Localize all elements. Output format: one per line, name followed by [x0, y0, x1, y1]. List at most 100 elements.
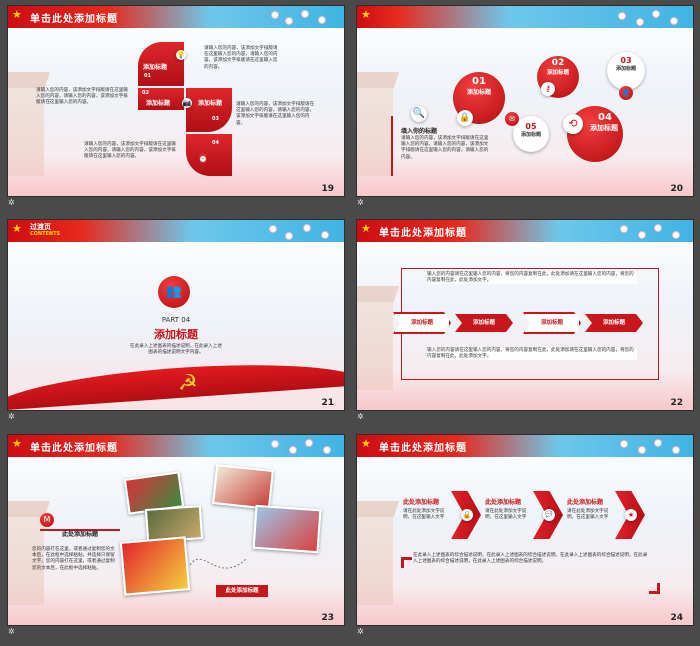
lock-icon: 🔒 [461, 509, 473, 521]
column-title: 此处添加标题 [485, 499, 522, 506]
text-block: 请输入您的内容，该添加文字排版请在这里输入您的内容，请输入您的内容，该添加文字排… [36, 88, 128, 106]
slide-22-thumbnail[interactable]: ★ 单击此处添加标题 输入您的内容请在这里输入您的内容，将您的内容复制在此，此处… [357, 220, 693, 410]
slide-23-transition-icon[interactable]: ✲ [8, 627, 15, 636]
column-text: 请在此处添加文字说明，在这里输入文字 [403, 509, 445, 521]
column-text: 请在此处添加文字说明，在这里输入文字 [567, 509, 609, 521]
star-icon: ★ [12, 437, 22, 450]
red-wave-decoration [8, 585, 344, 625]
camera-icon: 📷 [182, 98, 192, 108]
text-block: 在此录入上述图表的综合描述说明，在此录入上述图表的综合描述说明。在此录入上述图表… [413, 553, 648, 565]
title-bar: ★ 单击此处添加标题 [8, 435, 344, 457]
photo-parade [212, 464, 274, 510]
text-block: 输入您的内容请在这里输入您的内容，将您的内容复制在此，此处添加请在这里输入您的内… [427, 272, 637, 285]
slide-24-transition-icon[interactable]: ✲ [357, 627, 364, 636]
slide-number: 22 [670, 398, 683, 408]
blossom-decoration [613, 222, 683, 244]
red-wave-decoration [357, 156, 693, 196]
petal-04: 04 ⏰ [186, 134, 232, 176]
star-icon: ★ [361, 222, 371, 235]
petal-01: 添加标题 01 [138, 42, 184, 86]
party-emblem-icon: ☭ [178, 371, 198, 396]
petal-number: 03 [212, 116, 219, 122]
arrow-step-2: 添加标题 [455, 314, 513, 332]
slide-title: 单击此处添加标题 [379, 443, 467, 454]
slide-21-transition-icon[interactable]: ✲ [8, 412, 15, 421]
petal-number: 04 [212, 140, 219, 146]
circle-03: 03 添加标题 [607, 52, 645, 90]
title-bar: ★ 过渡页 CONTENTS [8, 220, 344, 242]
arrow-step-4: 添加标题 [585, 314, 643, 332]
slide-20-thumbnail[interactable]: ★ 01 添加标题 🔒 02 添加标题 ⚷ 03 添加标题 👤 04 添加标题 … [357, 6, 693, 196]
section-heading: 添加标题 [154, 328, 198, 341]
corner-bracket [649, 583, 660, 594]
lightbulb-icon: 💡 [176, 50, 186, 60]
petal-03: 添加标题 03 [186, 88, 232, 132]
red-wave-decoration [357, 370, 693, 410]
slide-23-thumbnail[interactable]: ★ 单击此处添加标题 M 此处添加标题 您的内容打在这里，或者通过复制您的文本后… [8, 435, 344, 625]
petal-label: 添加标题 [198, 100, 223, 107]
petal-label: 添加标题 [146, 100, 171, 107]
column-title: 此处添加标题 [403, 499, 440, 506]
blossom-decoration [264, 437, 334, 459]
text-block: 请输入您的内容，该添加文字排版请在这里输入您的内容，请输入您的内容，该添加文字排… [401, 136, 489, 160]
arrow-step-1: 添加标题 [393, 312, 451, 334]
photo-caption: 此处添加标题 [216, 585, 268, 597]
badge-icon: M [40, 513, 54, 527]
column-text: 请在此处添加文字说明，在这里输入文字 [485, 509, 527, 521]
circle-label: 添加标题 [590, 124, 618, 132]
text-block: 请输入您的内容，该添加文字排版请在这里输入您的内容，请输入您的内容，该添加文字排… [84, 142, 176, 160]
red-wave-decoration [357, 585, 693, 625]
blossom-decoration [613, 437, 683, 459]
star-icon: ★ [361, 8, 371, 21]
photo-flag-raising [252, 504, 322, 554]
star-badge-icon: ★ [625, 509, 637, 521]
slide-title: 单击此处添加标题 [30, 443, 118, 454]
petal-number: 02 [142, 90, 149, 96]
part-label: PART 04 [161, 316, 191, 324]
red-wave-decoration [8, 156, 344, 196]
block-title: 填入你的标题 [401, 128, 438, 135]
slide-19-transition-icon[interactable]: ✲ [8, 198, 15, 207]
search-icon: 🔍 [411, 106, 427, 122]
refresh-icon: ⟲ [563, 114, 583, 134]
slide-tag-en: CONTENTS [30, 231, 61, 237]
inbox-icon: ✉ [505, 112, 519, 126]
slide-number: 21 [321, 398, 334, 408]
slide-22-transition-icon[interactable]: ✲ [357, 412, 364, 421]
blossom-decoration [613, 8, 683, 30]
lock-icon: 🔒 [457, 110, 473, 126]
text-block: 请输入您的内容，该添加文字排版请在这里输入您的内容，请输入您的内容，该添加文字排… [204, 46, 278, 70]
petal-02: 02 添加标题 [138, 88, 184, 110]
block-title: 此处添加标题 [62, 531, 99, 538]
slide-19-thumbnail[interactable]: ★ 单击此处添加标题 添加标题 01 02 添加标题 添加标题 03 04 ⏰ … [8, 6, 344, 196]
clock-icon: ⏰ [198, 154, 208, 163]
title-bar: ★ 单击此处添加标题 [357, 220, 693, 242]
slide-21-thumbnail[interactable]: ★ 过渡页 CONTENTS 👥 PART 04 添加标题 在此录入上述图表的描… [8, 220, 344, 410]
circle-number: 01 [472, 76, 486, 87]
corner-bracket [401, 557, 412, 568]
slide-number: 19 [321, 184, 334, 194]
slide-title: 单击此处添加标题 [379, 228, 467, 239]
slide-number: 20 [670, 184, 683, 194]
circle-label: 添加标题 [546, 70, 569, 76]
team-icon: 👥 [158, 276, 190, 308]
blossom-decoration [264, 222, 334, 244]
photo-red-flag [119, 536, 191, 596]
star-icon: ★ [12, 8, 22, 21]
circle-label: 添加标题 [466, 89, 491, 96]
circle-label: 添加标题 [615, 66, 636, 72]
star-icon: ★ [12, 222, 22, 235]
section-description: 在此录入上述图表的描述说明，在此录入上述图表的描述说明文字内容。 [130, 344, 222, 356]
circle-number: 03 [620, 56, 632, 65]
star-icon: ★ [361, 437, 371, 450]
circle-05: 05 添加标题 [513, 116, 549, 152]
slide-20-transition-icon[interactable]: ✲ [357, 198, 364, 207]
slide-title: 单击此处添加标题 [30, 14, 118, 25]
text-block: 输入您的内容请在这里输入您的内容，将您的内容复制在此，此处添加请在这里输入您的内… [427, 348, 637, 361]
dashed-path-decoration [189, 558, 247, 569]
blossom-decoration [264, 8, 334, 30]
slide-24-thumbnail[interactable]: ★ 单击此处添加标题 此处添加标题 请在此处添加文字说明，在这里输入文字 🔒 此… [357, 435, 693, 625]
slide-tag: 过渡页 [30, 223, 51, 231]
petal-number: 01 [144, 73, 151, 79]
petal-label: 添加标题 [143, 64, 168, 71]
